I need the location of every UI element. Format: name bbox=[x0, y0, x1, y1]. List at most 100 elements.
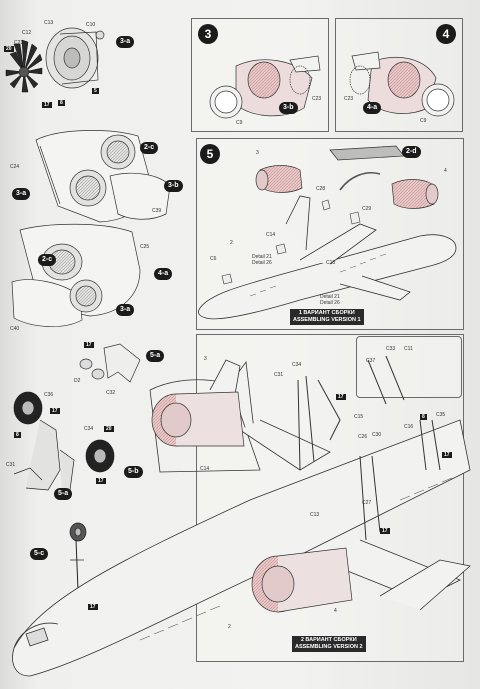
part-label-C23-s3: C23 bbox=[312, 96, 322, 102]
part-label-C14-v1: C14 bbox=[266, 232, 276, 238]
paint-callout-17-c: 17 bbox=[50, 408, 60, 414]
step-2d-marker: 2-d bbox=[402, 146, 421, 158]
fan-blades bbox=[5, 39, 43, 93]
part-label-C39: C39 bbox=[152, 208, 162, 214]
paint-callout-8-a: 8 bbox=[58, 100, 65, 106]
landing-gear-5b bbox=[13, 391, 115, 501]
engine-v1-left bbox=[255, 165, 303, 193]
step-5a-marker: 5-a bbox=[146, 350, 165, 362]
struts-v2 bbox=[297, 355, 441, 541]
part-label-C10: C10 bbox=[86, 22, 96, 28]
step-5c-ref-inset: 5-a bbox=[54, 488, 73, 500]
small-parts-v1 bbox=[221, 199, 361, 285]
part-label-C16: C16 bbox=[404, 424, 414, 430]
step-3a-marker: 3-a bbox=[116, 36, 135, 48]
detail-note-2: Detail 26 bbox=[252, 260, 272, 266]
step-3a-ref-marker: 3-a bbox=[12, 188, 31, 200]
engine-v1-right bbox=[391, 179, 439, 209]
part-label-D2: D2 bbox=[74, 378, 81, 384]
fuselage-v1 bbox=[198, 195, 457, 320]
part-label-C13-v1: C13 bbox=[326, 260, 336, 266]
part-label-2-v1: 2 bbox=[230, 240, 233, 246]
part-label-C27: C27 bbox=[362, 500, 372, 506]
part-label-C28: C28 bbox=[316, 186, 326, 192]
detail-note-3: Detail 21 bbox=[320, 294, 340, 300]
part-label-C6: C6 bbox=[210, 256, 217, 262]
paint-callout-20-a: 20 bbox=[4, 46, 14, 52]
fuselage-v2 bbox=[12, 359, 471, 677]
step-3b-ref-in-step3: 3-b bbox=[279, 102, 298, 114]
part-label-3-v1: 3 bbox=[256, 150, 259, 156]
part-label-C30: C30 bbox=[372, 432, 382, 438]
step-4a-marker: 4-a bbox=[154, 268, 173, 280]
part-label-C12: C12 bbox=[22, 30, 32, 36]
detail-note-4: Detail 26 bbox=[320, 300, 340, 306]
part-label-C29: C29 bbox=[362, 206, 372, 212]
nose-gear-5c bbox=[69, 522, 87, 591]
part-label-C31: C31 bbox=[6, 462, 16, 468]
paint-callout-17-g: 17 bbox=[442, 452, 452, 458]
part-label-C34: C34 bbox=[84, 426, 94, 432]
windows-v1 bbox=[249, 253, 387, 297]
step-2c-marker-lower: 2-c bbox=[38, 254, 57, 266]
paint-callout-17-h: 17 bbox=[380, 528, 390, 534]
caption-version-2-en: ASSEMBLING VERSION 2 bbox=[295, 644, 363, 650]
panel-inset-detail bbox=[356, 336, 462, 398]
step-5-marker: 5 bbox=[200, 144, 220, 164]
part-label-C40: C40 bbox=[10, 326, 20, 332]
part-label-4-v2: 4 bbox=[334, 608, 337, 614]
part-label-C35: C35 bbox=[436, 412, 446, 418]
nacelle-4a bbox=[11, 223, 141, 327]
paint-callout-5-a: 5 bbox=[92, 88, 99, 94]
paint-callout-17-d: 17 bbox=[96, 478, 106, 484]
part-label-C26: C26 bbox=[358, 434, 368, 440]
part-label-C31-v2: C31 bbox=[274, 372, 284, 378]
caption-version-1-en: ASSEMBLING VERSION 1 bbox=[293, 317, 361, 323]
paint-callout-17-a: 17 bbox=[42, 102, 52, 108]
paint-callout-8-c: 8 bbox=[420, 414, 427, 420]
landing-part-5a bbox=[79, 343, 141, 383]
engine-step-4 bbox=[349, 51, 455, 117]
part-label-4-v1: 4 bbox=[444, 168, 447, 174]
engine-v2-upper bbox=[151, 391, 245, 447]
part-label-C33: C33 bbox=[386, 346, 396, 352]
caption-version-2: 2 ВАРИАНТ СБОРКИ ASSEMBLING VERSION 2 bbox=[292, 636, 366, 652]
paint-callout-17-b: 17 bbox=[84, 342, 94, 348]
part-label-C21: C21 bbox=[14, 40, 24, 46]
step-5b-marker: 5-b bbox=[124, 466, 143, 478]
paint-callout-17-e: 17 bbox=[88, 604, 98, 610]
step-3b-marker: 3-b bbox=[164, 180, 183, 192]
engine-v2-lower bbox=[251, 547, 353, 613]
paint-callout-20-b: 20 bbox=[104, 426, 114, 432]
part-label-C23-s4: C23 bbox=[344, 96, 354, 102]
part-label-3-v2: 3 bbox=[204, 356, 207, 362]
nacelle-3b bbox=[35, 130, 171, 223]
step-3a-ref-lower: 3-a bbox=[116, 304, 135, 316]
paint-callout-8-b: 8 bbox=[14, 432, 21, 438]
part-label-C9-s4: C9 bbox=[420, 118, 427, 124]
part-label-C32: C32 bbox=[106, 390, 116, 396]
step-4a-ref-in-step4: 4-a bbox=[363, 102, 382, 114]
engine-step-3 bbox=[209, 55, 321, 119]
part-label-2-v2: 2 bbox=[228, 624, 231, 630]
step-2c-marker: 2-c bbox=[140, 142, 159, 154]
part-label-C37: C37 bbox=[366, 358, 376, 364]
part-label-C24: C24 bbox=[10, 164, 20, 170]
step-4-marker: 4 bbox=[436, 24, 456, 44]
fan-assembly bbox=[45, 27, 105, 89]
part-label-C34-v2: C34 bbox=[292, 362, 302, 368]
part-label-C25: C25 bbox=[140, 244, 150, 250]
part-label-C14-v2: C14 bbox=[200, 466, 210, 472]
caption-version-1: 1 ВАРИАНТ СБОРКИ ASSEMBLING VERSION 1 bbox=[290, 309, 364, 325]
caption-version-1-ru: 1 ВАРИАНТ СБОРКИ bbox=[298, 310, 355, 316]
step-3-marker: 3 bbox=[198, 24, 218, 44]
part-label-C13-v2: C13 bbox=[310, 512, 320, 518]
part-label-C36: C36 bbox=[44, 392, 54, 398]
part-label-C11: C11 bbox=[404, 346, 413, 352]
caption-version-2-ru: 2 ВАРИАНТ СБОРКИ bbox=[300, 637, 357, 643]
part-label-C9-s3: C9 bbox=[236, 120, 243, 126]
detail-note-1: Detail 21 bbox=[252, 254, 272, 260]
part-label-C13: C13 bbox=[44, 20, 54, 26]
